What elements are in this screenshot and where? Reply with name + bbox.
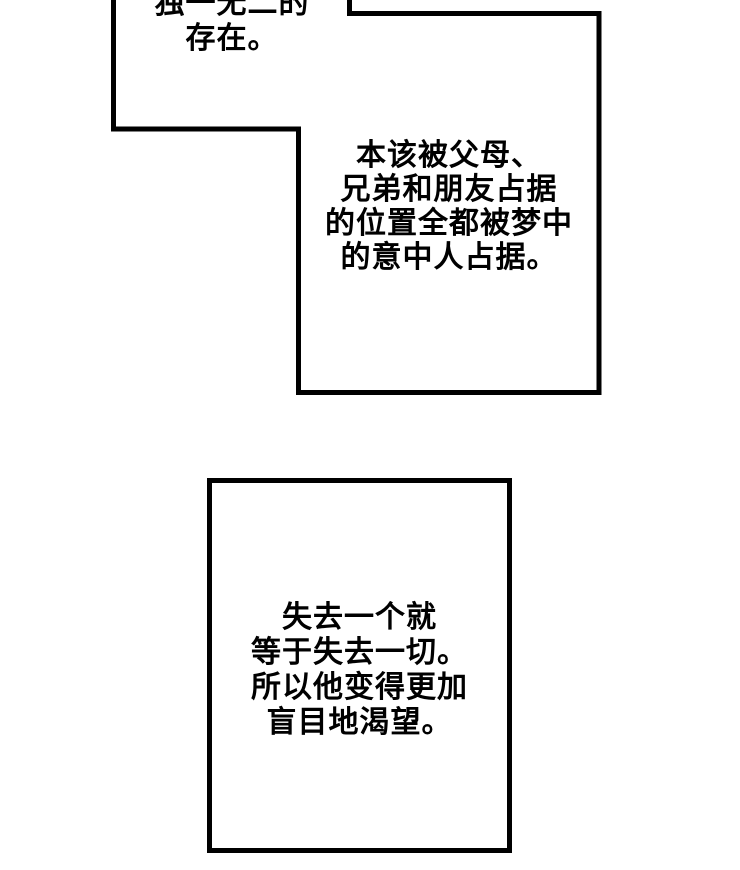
narration-line: 的意中人占据。: [340, 240, 558, 275]
narration-line: 兄弟和朋友占据: [340, 172, 558, 207]
narration-box-bottom: 失去一个就 等于失去一切。 所以他变得更加 盲目地渴望。: [207, 478, 512, 853]
narration-line: 所以他变得更加: [251, 670, 468, 705]
narration-text-bottom: 失去一个就 等于失去一切。 所以他变得更加 盲目地渴望。: [212, 600, 507, 740]
narration-text-main: 本该被父母、 兄弟和朋友占据 的位置全都被梦中 的意中人占据。: [301, 139, 597, 275]
narration-panel-outline: [111, 0, 602, 395]
narration-panel-border: [111, 0, 602, 395]
narration-line: 盲目地渴望。: [266, 705, 453, 740]
narration-text-top-left: 独一无二的 存在。: [114, 0, 350, 56]
narration-line: 存在。: [185, 21, 279, 56]
narration-line: 本该被父母、: [356, 138, 542, 173]
narration-line: 等于失去一切。: [251, 635, 468, 670]
narration-line: 失去一个就: [282, 600, 437, 635]
narration-line: 的位置全都被梦中: [325, 206, 573, 241]
narration-line: 独一无二的: [154, 0, 310, 21]
